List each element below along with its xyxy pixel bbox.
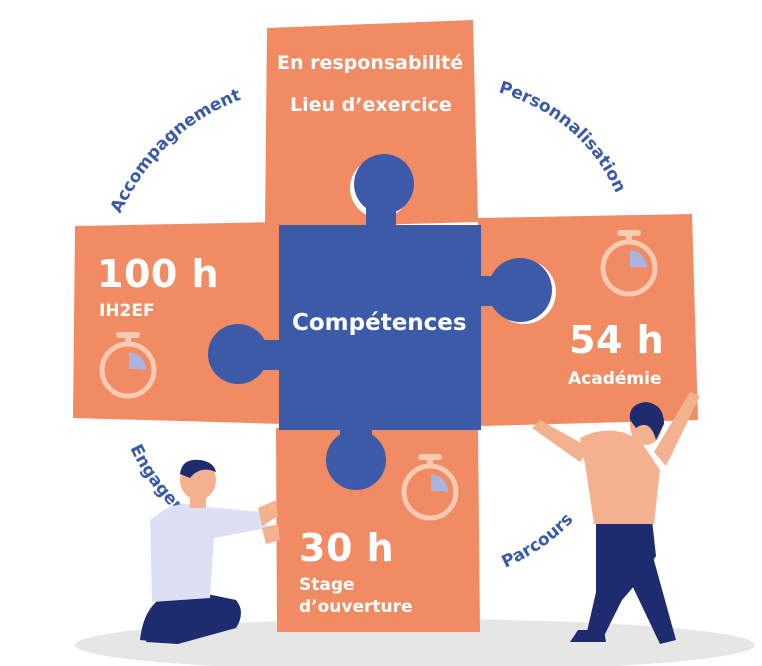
ring-label-personnalisation: Personnalisation — [497, 78, 630, 196]
right-piece-hours: 54 h — [569, 318, 665, 362]
left-piece-label: IH2EF — [99, 301, 155, 321]
timer-icon-bottom — [401, 454, 459, 521]
person-left-illustration — [140, 459, 280, 644]
top-piece-line2: Lieu d’exercice — [290, 94, 452, 116]
ring-label-parcours: Parcours — [499, 510, 578, 573]
center-puzzle-piece — [208, 154, 556, 490]
right-piece-label: Académie — [568, 369, 662, 389]
center-piece-label: Compétences — [292, 310, 467, 336]
top-puzzle-piece — [265, 20, 478, 228]
bottom-piece-label-line1: Stage — [299, 575, 355, 595]
left-piece-hours: 100 h — [97, 252, 220, 296]
timer-icon-right — [600, 230, 658, 297]
ring-label-accompagnement: Accompagnement — [107, 85, 244, 216]
person-right-illustration — [532, 392, 700, 644]
bottom-piece-label-line2: d’ouverture — [299, 597, 413, 617]
top-piece-line1: En responsabilité — [277, 52, 464, 74]
bottom-piece-hours: 30 h — [299, 526, 395, 570]
timer-icon-left — [99, 332, 157, 399]
